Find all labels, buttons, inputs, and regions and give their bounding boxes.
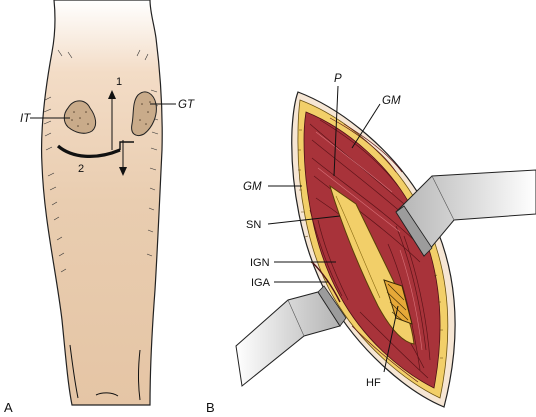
label-sn: SN xyxy=(246,219,261,231)
label-p: P xyxy=(334,73,342,85)
bone-stipple xyxy=(71,101,151,127)
thigh-hatching xyxy=(43,49,159,273)
retractor-lower-left xyxy=(235,285,347,387)
incision-step xyxy=(119,141,134,150)
label-1: 1 xyxy=(116,76,122,88)
ischial-tuberosity xyxy=(63,100,97,134)
inferior-gluteal-vessels xyxy=(311,261,341,303)
greater-trochanter xyxy=(131,91,157,137)
label-gm-top: GM xyxy=(382,95,401,107)
incision-gluteal-fold xyxy=(56,144,121,158)
panel-letter-b: B xyxy=(206,400,215,415)
arrow-1 xyxy=(108,90,127,176)
panel-letter-a: A xyxy=(4,400,13,415)
label-iga: IGA xyxy=(251,277,271,289)
label-gm-left: GM xyxy=(243,181,262,193)
muscle-highlights xyxy=(315,131,423,351)
leader-sn xyxy=(267,215,341,225)
leader-p xyxy=(333,85,339,177)
knee-crease-right xyxy=(138,349,141,401)
knee-mark xyxy=(95,392,119,397)
label-hf: HF xyxy=(366,377,381,389)
retractor-upper-right xyxy=(395,169,536,257)
knee-crease-left xyxy=(69,344,79,399)
panel-b: P GM GM SN IGN IGA HF B xyxy=(206,73,536,415)
thigh-silhouette xyxy=(40,0,163,406)
label-2: 2 xyxy=(78,163,84,175)
label-ign: IGN xyxy=(250,257,270,269)
label-it: IT xyxy=(20,113,31,125)
leader-gm-top xyxy=(351,103,381,149)
hamstring-fascia xyxy=(383,279,413,325)
hamstring-stripes xyxy=(386,283,409,321)
sciatic-nerve-inner xyxy=(335,195,381,299)
label-gt: GT xyxy=(178,99,195,111)
leader-hf xyxy=(383,305,399,373)
panel-a: IT GT 1 2 A xyxy=(4,0,195,415)
